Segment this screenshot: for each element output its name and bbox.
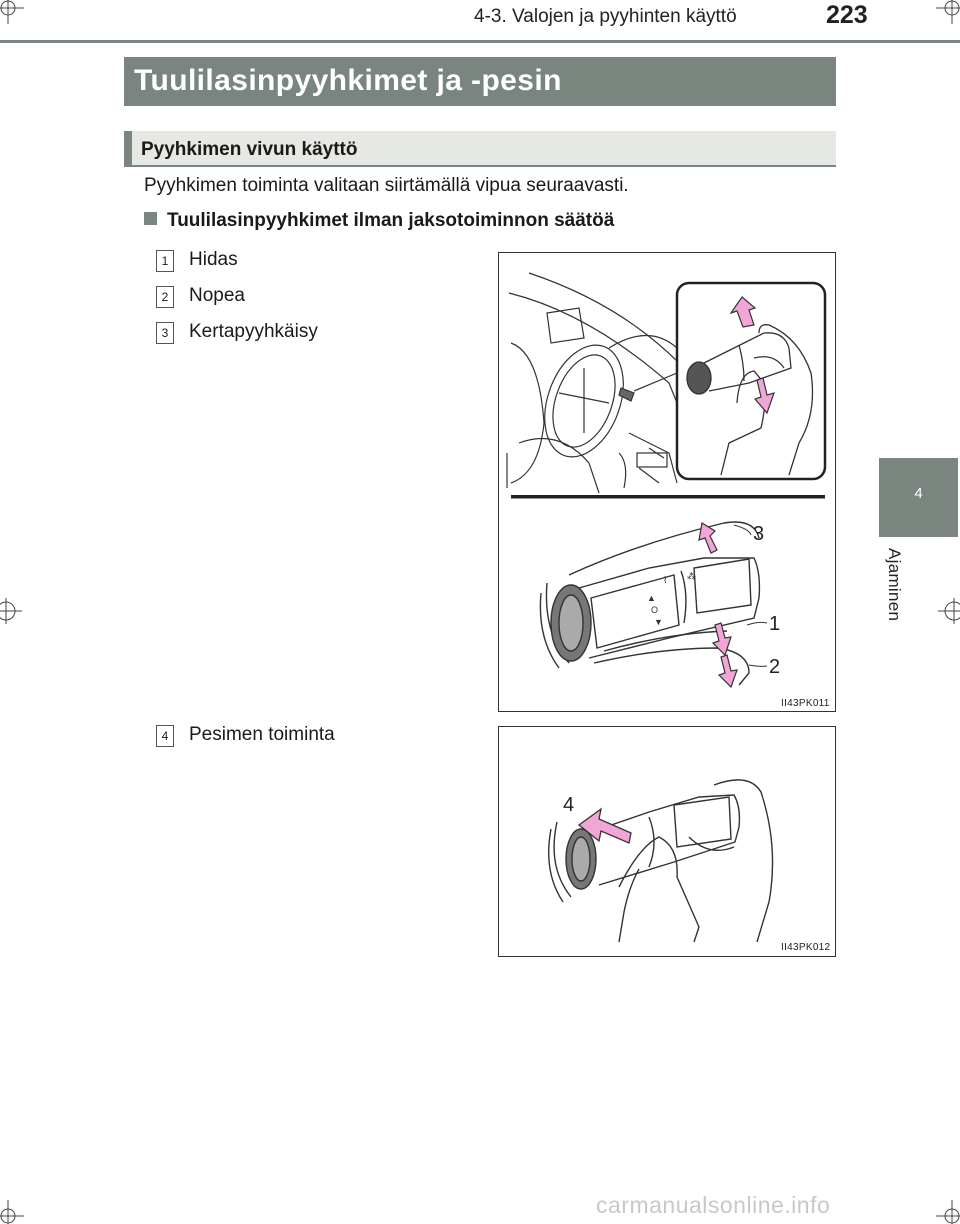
svg-text:O: O <box>651 605 658 615</box>
item-number-badge: 2 <box>156 286 174 308</box>
figure2-callouts: 4 <box>563 794 574 816</box>
wiper-lever-illustration: ▲ O ▼ ⌇ ⁂ 3 1 2 <box>506 272 827 689</box>
header-rule <box>0 40 960 43</box>
section-title-band: Tuulilasinpyyhkimet ja -pesin <box>124 57 836 106</box>
section-title: Tuulilasinpyyhkimet ja -pesin <box>134 64 562 97</box>
figure-code: II43PK012 <box>781 942 831 953</box>
item-label: Kertapyyhkäisy <box>189 321 318 342</box>
svg-text:⌇: ⌇ <box>663 575 667 585</box>
figure-code: II43PK011 <box>781 698 830 709</box>
callout-number: 4 <box>563 794 574 816</box>
crop-mark-bottom-left <box>0 1200 24 1224</box>
callout-number: 3 <box>753 523 764 545</box>
svg-text:⁂: ⁂ <box>687 571 696 581</box>
chapter-number: 4 <box>914 485 923 502</box>
square-bullet-icon <box>144 212 157 225</box>
crop-mark-top-right <box>936 0 960 24</box>
item-label: Pesimen toiminta <box>189 724 335 745</box>
svg-text:▼: ▼ <box>654 617 663 627</box>
figure-divider <box>511 495 825 499</box>
running-header-section: 4-3. Valojen ja pyyhinten käyttö <box>474 6 737 27</box>
item-number-badge: 3 <box>156 322 174 344</box>
subsection-accent <box>124 131 132 167</box>
topic-heading: Tuulilasinpyyhkimet ilman jaksotoiminnon… <box>144 210 614 232</box>
topic-heading-text: Tuulilasinpyyhkimet ilman jaksotoiminnon… <box>167 210 615 231</box>
crop-mark-left <box>0 598 22 624</box>
watermark: carmanualsonline.info <box>596 1192 831 1218</box>
chapter-label: Ajaminen <box>885 548 904 622</box>
intro-text: Pyyhkimen toiminta valitaan siirtämällä … <box>144 175 629 196</box>
figure-wiper-lever-positions: ▲ O ▼ ⌇ ⁂ 3 1 2 II43PK011 <box>498 252 836 712</box>
svg-text:▲: ▲ <box>647 593 656 603</box>
page-number: 223 <box>826 1 868 29</box>
figure1-callouts: 3 1 2 <box>733 523 780 678</box>
crop-mark-right <box>938 598 960 624</box>
crop-mark-top-left <box>0 0 24 24</box>
item-number-badge: 4 <box>156 725 174 747</box>
item-label: Nopea <box>189 285 245 306</box>
subsection-band: Pyyhkimen vivun käyttö <box>124 131 836 167</box>
callout-number: 2 <box>769 656 780 678</box>
crop-mark-bottom-right <box>936 1200 960 1224</box>
figure-washer-operation: 4 II43PK012 <box>498 726 836 957</box>
chapter-tab: 4 <box>879 458 958 537</box>
callout-number: 1 <box>769 613 780 635</box>
item-label: Hidas <box>189 249 238 270</box>
item-number-badge: 1 <box>156 250 174 272</box>
washer-lever-illustration: 4 <box>548 779 774 943</box>
subsection-title: Pyyhkimen vivun käyttö <box>141 139 358 160</box>
